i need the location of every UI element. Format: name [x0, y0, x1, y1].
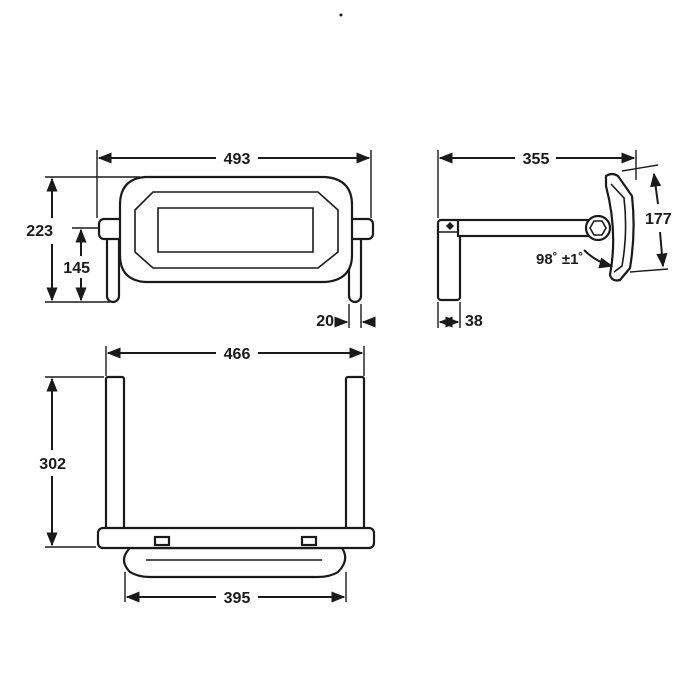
dim-inner-height: 145: [63, 227, 100, 302]
dim-seat-width: 395: [124, 572, 347, 607]
dim-leg-width-label: 20: [316, 313, 334, 330]
dim-overall-height: 223: [26, 176, 140, 303]
dim-wall-plate-width: 38: [437, 302, 483, 330]
stray-dot: [339, 13, 343, 17]
side-arm: [456, 218, 592, 238]
top-view: [96, 375, 376, 579]
dim-top-width-label: 493: [224, 151, 251, 168]
dim-wall-plate-width-label: 38: [465, 313, 483, 330]
dim-inner-height-label: 145: [63, 260, 90, 277]
top-right-clip: [300, 535, 318, 547]
dim-frame-height-label: 302: [39, 456, 66, 473]
dim-angle-label: 98˚ ±1˚: [536, 251, 583, 268]
dim-seat-width-label: 395: [224, 590, 251, 607]
side-rotation-arc: [583, 249, 614, 269]
side-wall-plate: [436, 218, 462, 302]
top-left-clip: [153, 535, 171, 547]
top-right-upright: [344, 375, 366, 549]
front-cushion: [118, 175, 354, 284]
dim-top-width: 493: [96, 150, 372, 218]
dim-frame-width-label: 466: [224, 346, 251, 363]
side-screw-icon: [446, 222, 454, 230]
side-view: [436, 172, 635, 302]
side-hinge: [584, 214, 612, 242]
dim-frame-width: 466: [105, 346, 365, 376]
dim-frame-height: 302: [39, 376, 104, 548]
dim-side-depth-label: 355: [523, 151, 550, 168]
dim-leg-width: 20: [316, 304, 376, 330]
dim-side-height: 177: [621, 164, 672, 273]
front-view: [97, 175, 375, 304]
top-seat: [122, 546, 347, 579]
dim-overall-height-label: 223: [26, 223, 53, 240]
front-cushion-inner: [134, 191, 339, 269]
top-crossbar: [96, 526, 376, 550]
side-hinge-nut: [589, 220, 607, 236]
side-backrest-inner: [610, 183, 627, 273]
side-backrest: [604, 172, 635, 282]
front-cushion-center: [157, 207, 314, 253]
dim-side-height-label: 177: [645, 211, 672, 228]
top-left-upright: [104, 375, 126, 549]
dim-side-depth: 355: [437, 150, 637, 218]
